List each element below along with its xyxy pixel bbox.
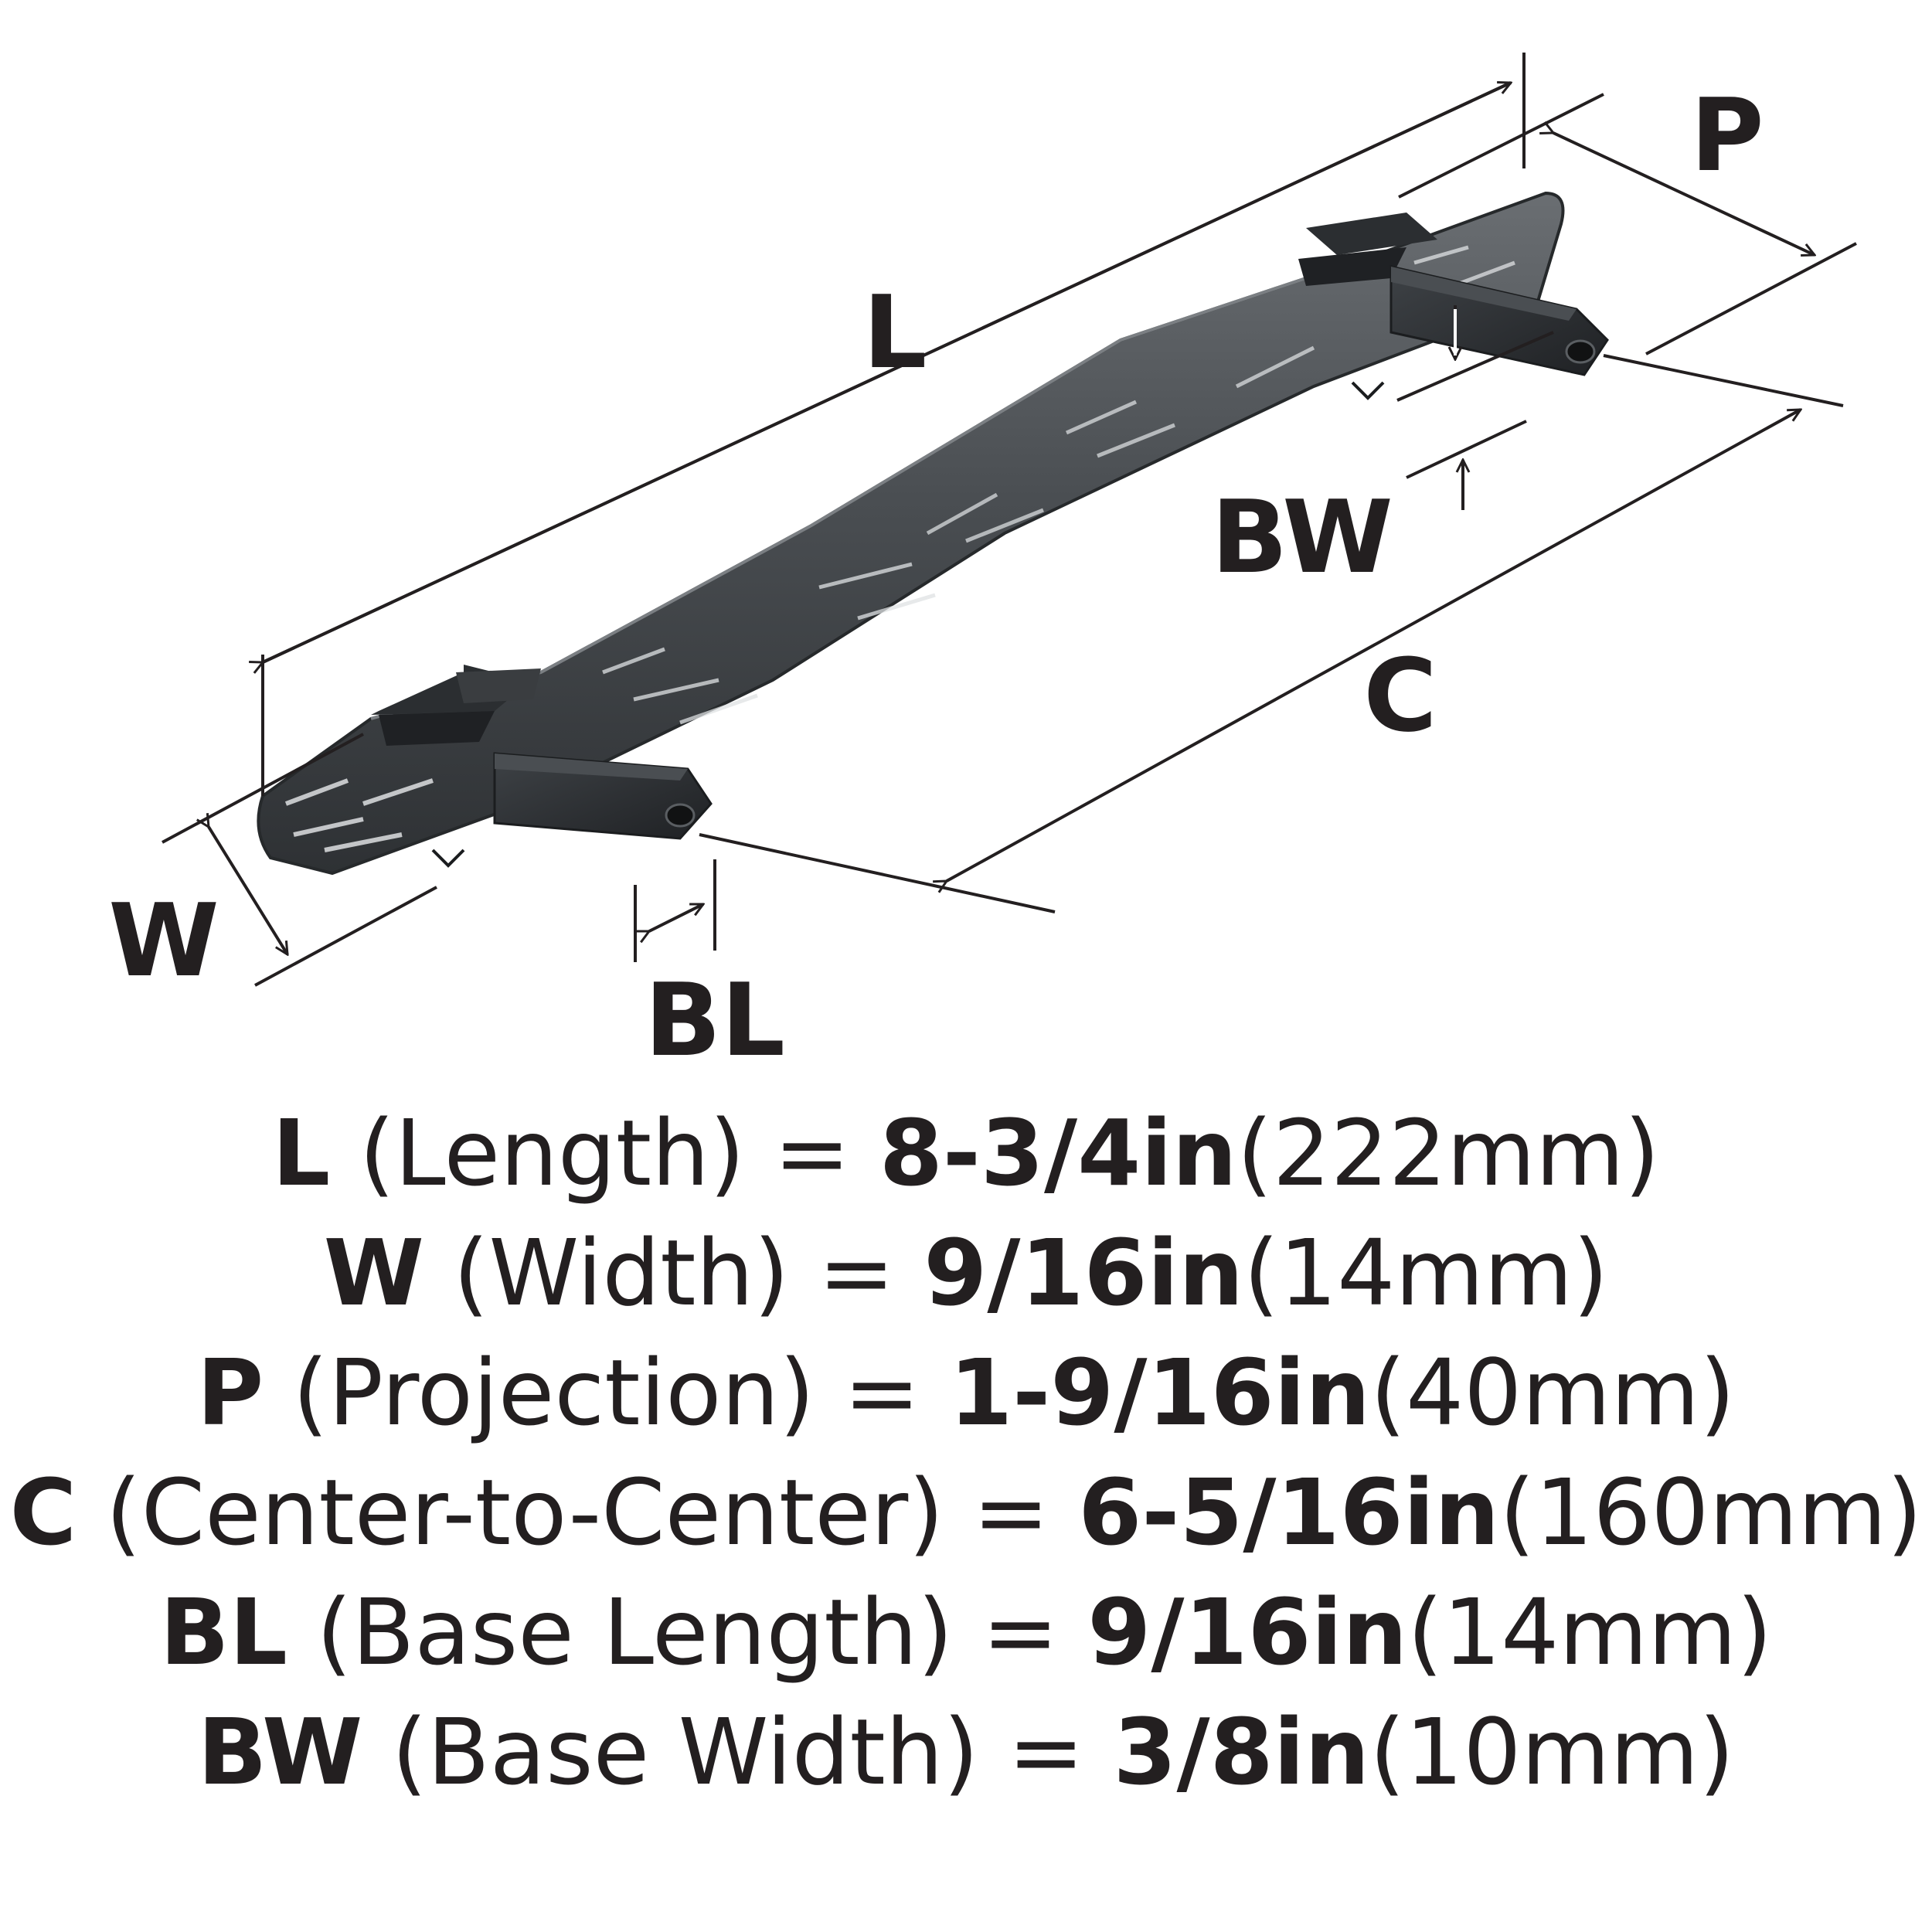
- specifications-list: L (Length) = 8-3/4in(222mm) W (Width) = …: [0, 1094, 1932, 1812]
- spec-width: W (Width) = 9/16in(14mm): [323, 1219, 1609, 1326]
- spec-base-length: BL (Base Length) = 9/16in(14mm): [159, 1579, 1773, 1685]
- label-W: W: [108, 882, 219, 999]
- dimension-lines: [162, 53, 1857, 987]
- label-L: L: [863, 274, 927, 391]
- label-BW: BW: [1211, 478, 1393, 596]
- left-post: [371, 665, 713, 868]
- spec-projection: P (Projection) = 1-9/16in(40mm): [196, 1339, 1736, 1446]
- spec-base-width: BW (Base Width) = 3/8in(10mm): [197, 1699, 1735, 1805]
- spec-center-to-center: C (Center-to-Center) = 6-5/16in(160mm): [9, 1459, 1923, 1566]
- label-BL: BL: [645, 961, 785, 1079]
- label-C: C: [1363, 637, 1437, 754]
- label-P: P: [1690, 77, 1764, 194]
- spec-length: L (Length) = 8-3/4in(222mm): [272, 1100, 1660, 1206]
